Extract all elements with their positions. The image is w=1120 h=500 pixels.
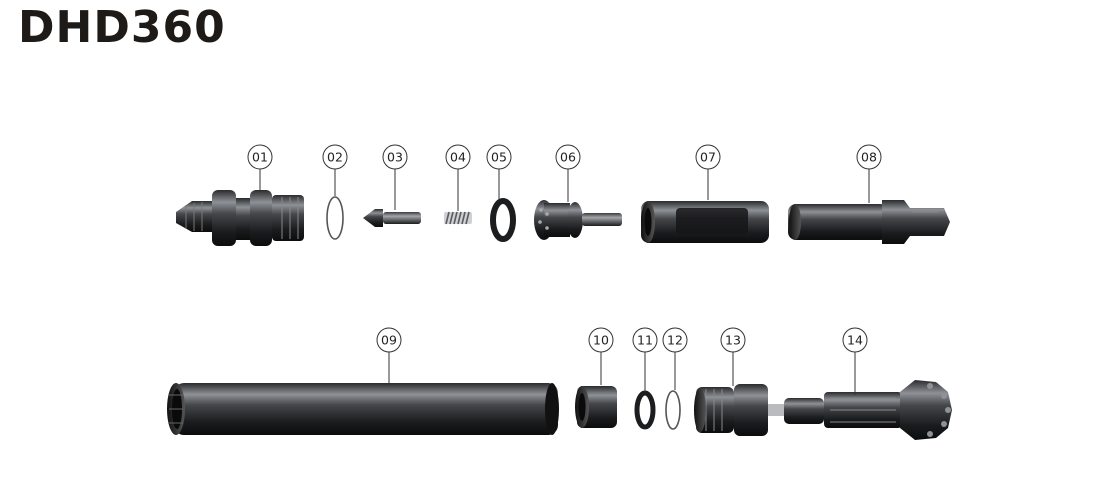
callout-number: 09 [381,333,397,348]
callout-circle [842,327,868,353]
callout-05: 05 [486,144,512,199]
callout-07: 07 [695,144,721,200]
callout-circle [588,327,614,353]
callout-number: 06 [560,150,576,165]
callout-number: 11 [637,333,653,348]
callout-09: 09 [376,327,402,385]
callout-circle [720,327,746,353]
part-05-ring [490,198,516,242]
callout-02: 02 [322,144,348,196]
callout-number: 07 [700,150,716,165]
callout-11: 11 [632,327,658,392]
part-07-sleeve [641,201,769,243]
callout-number: 03 [387,150,403,165]
callout-08: 08 [856,144,882,203]
part-08-piston [788,200,950,244]
callout-circle [247,144,273,170]
callout-circle [445,144,471,170]
callout-06: 06 [555,144,581,202]
part-04-spring [444,211,472,225]
callout-13: 13 [720,327,746,386]
part-11-retaining-ring [634,390,656,430]
callout-circle [382,144,408,170]
part-09-outer-casing [167,383,559,435]
part-10-bit-bearing [575,386,617,428]
callout-number: 08 [861,150,877,165]
callout-circle [662,327,688,353]
callout-10: 10 [588,327,614,385]
callout-number: 01 [252,150,268,165]
callout-number: 10 [593,333,609,348]
part-13-chuck [694,384,786,436]
callout-number: 02 [327,150,343,165]
callout-labels: 01 02 03 04 05 06 07 08 09 10 11 12 13 14 [247,144,882,395]
callout-number: 04 [450,150,466,165]
part-02-o-ring [326,196,344,240]
callout-circle [632,327,658,353]
callout-04: 04 [445,144,471,211]
callout-circle [856,144,882,170]
callout-number: 13 [725,333,741,348]
part-03-check-valve [363,209,421,227]
callout-number: 14 [847,333,863,348]
page-title: DHD360 [18,2,226,53]
callout-number: 12 [667,333,683,348]
callout-circle [695,144,721,170]
part-14-drill-bit [784,380,952,440]
callout-number: 05 [491,150,507,165]
callout-circle [555,144,581,170]
callout-12: 12 [662,327,688,390]
part-12-o-ring [665,390,681,430]
callout-circle [486,144,512,170]
callout-14: 14 [842,327,868,395]
callout-circle [376,327,402,353]
callout-01: 01 [247,144,273,190]
callout-circle [322,144,348,170]
part-01-backhead [176,190,304,246]
part-06-air-distributor [534,200,622,240]
callout-03: 03 [382,144,408,210]
